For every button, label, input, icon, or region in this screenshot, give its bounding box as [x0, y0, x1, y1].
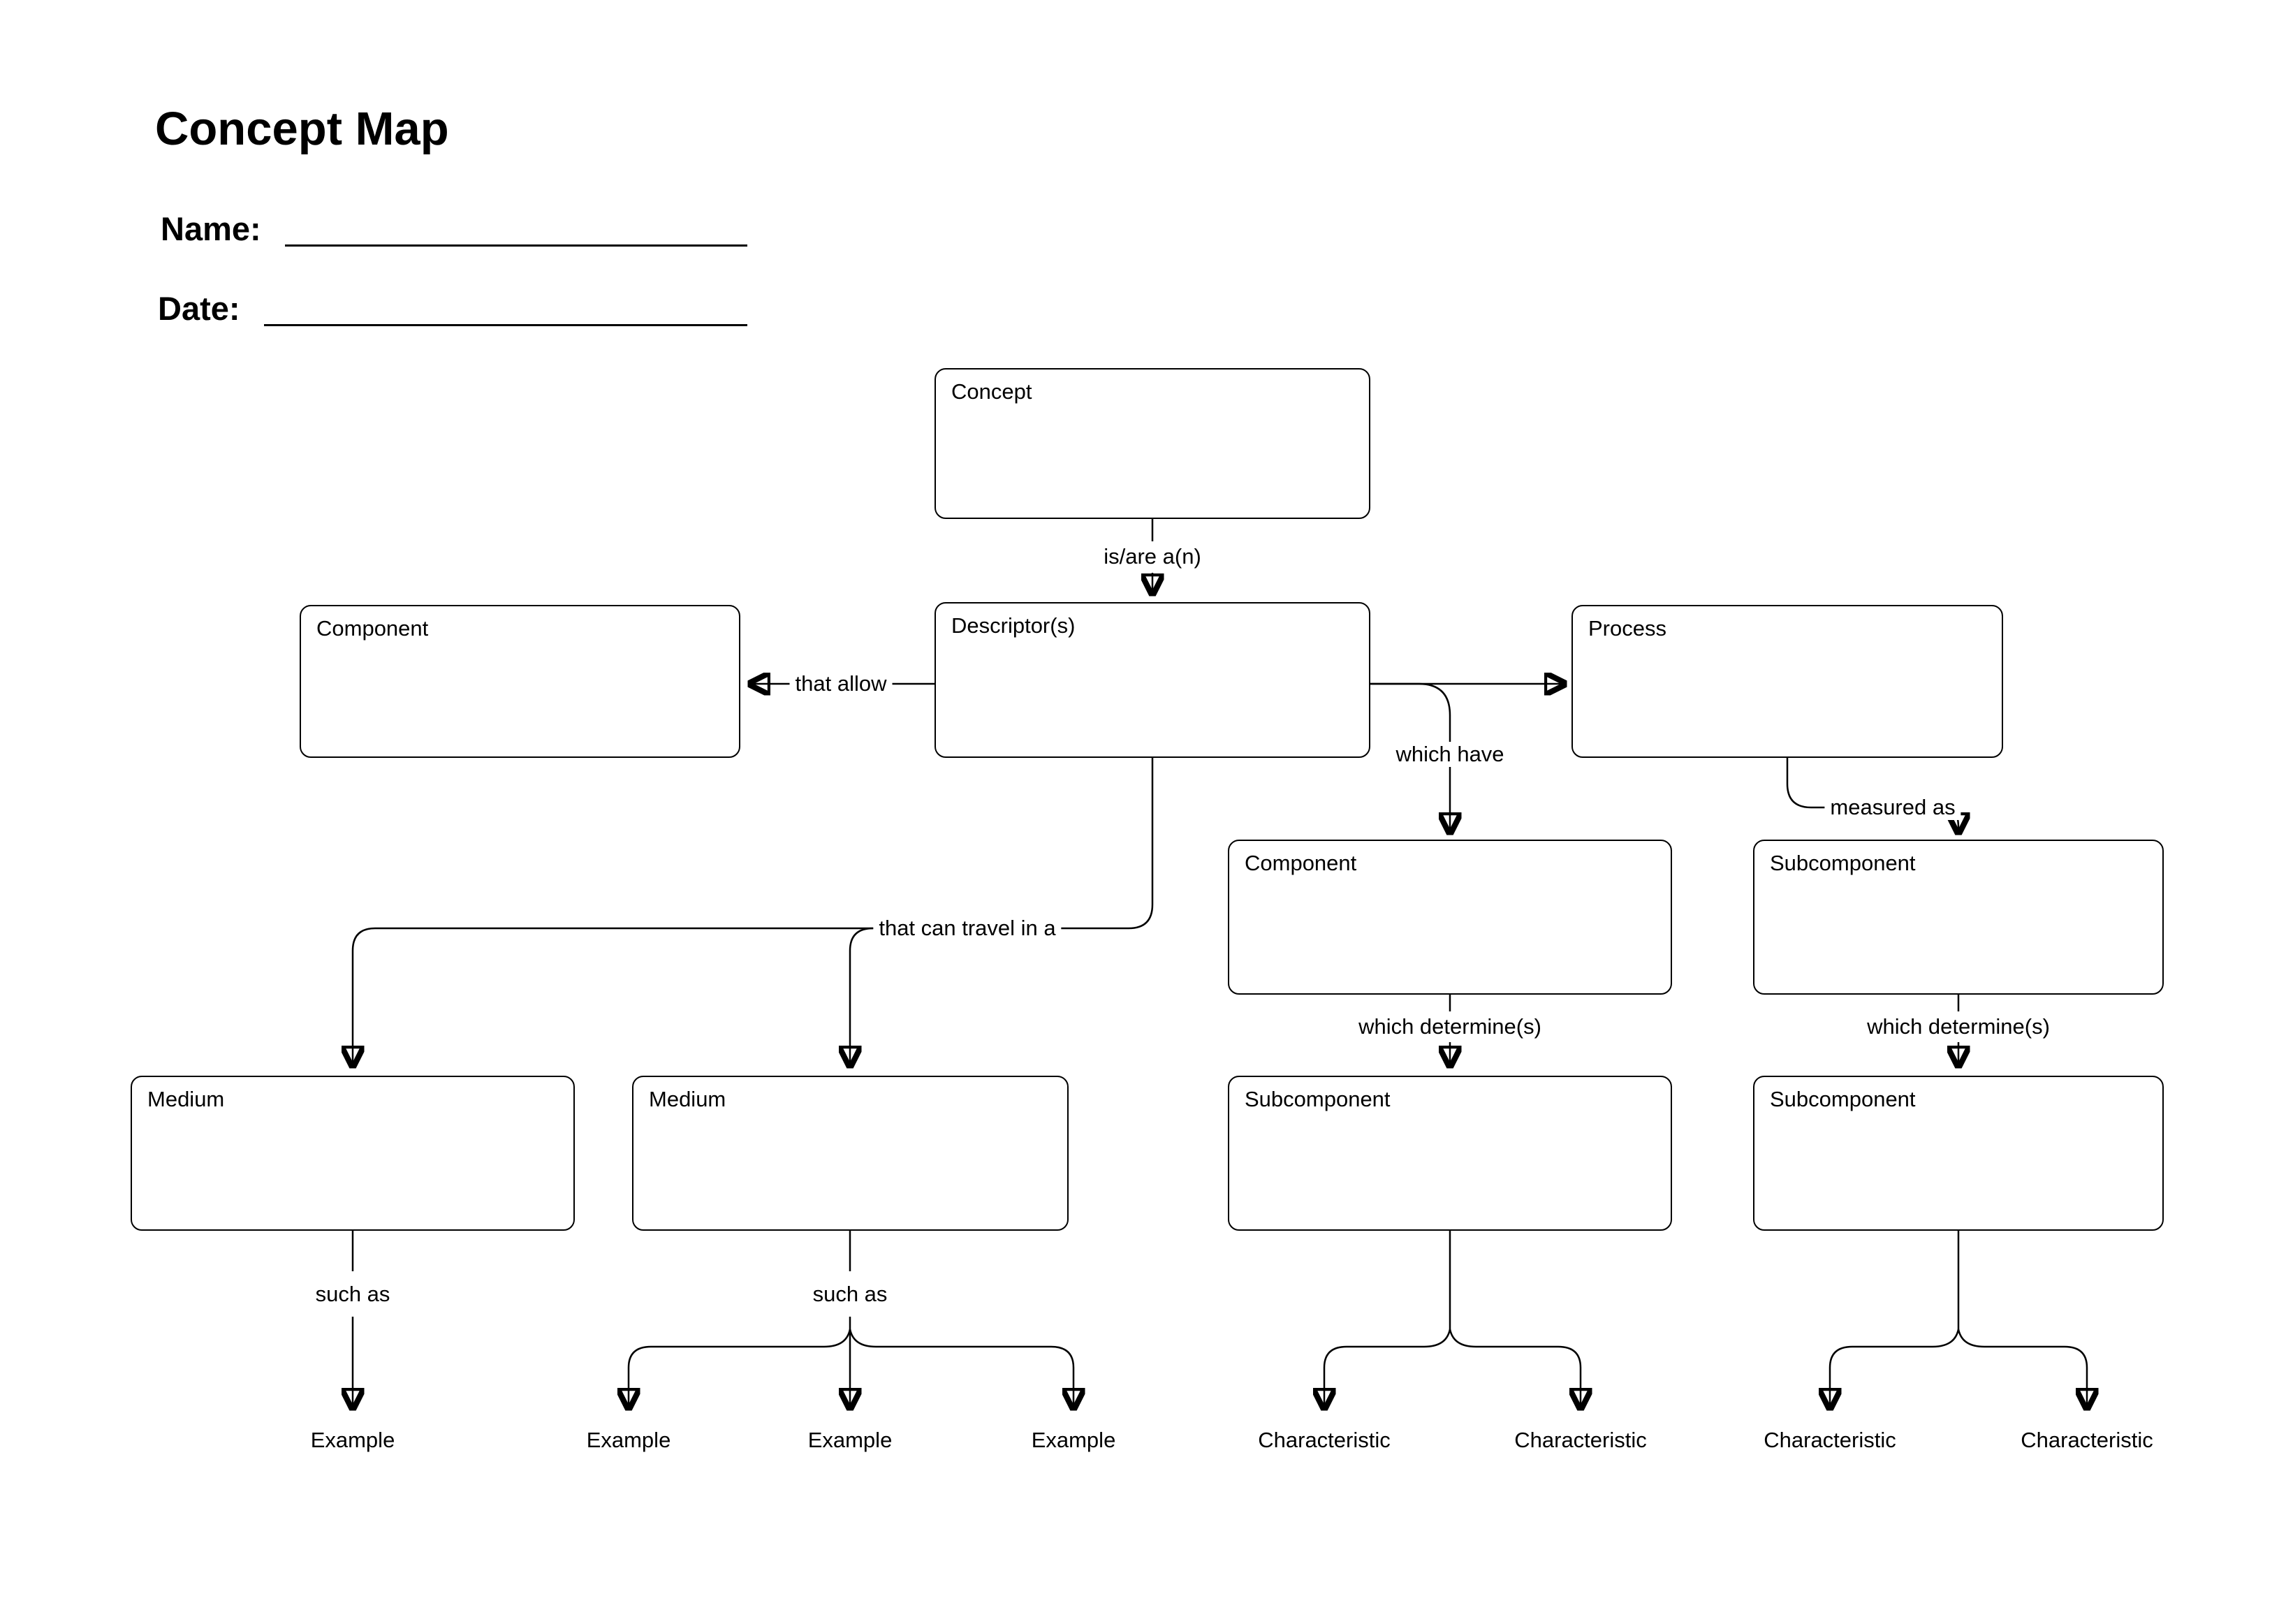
edge-label-which-have: which have	[1390, 742, 1510, 767]
leaf-characteristic-2: Characteristic	[1514, 1428, 1647, 1452]
leaf-example-1: Example	[310, 1428, 395, 1452]
edge-such-as-2-right-branch	[849, 1329, 1073, 1410]
node-medium-1[interactable]: Medium	[131, 1076, 575, 1231]
edge-measured-as-left	[1786, 758, 1838, 809]
node-descriptor[interactable]: Descriptor(s)	[935, 602, 1370, 758]
node-subcomponent-bottom-1[interactable]: Subcomponent	[1228, 1076, 1672, 1231]
node-medium-2[interactable]: Medium	[632, 1076, 1069, 1231]
node-subcomponent-bottom-1-label: Subcomponent	[1245, 1087, 1391, 1111]
page-title: Concept Map	[155, 103, 449, 155]
edge-label-which-determines-left: which determine(s)	[1353, 1014, 1547, 1039]
node-subcomponent-right-label: Subcomponent	[1770, 851, 1916, 875]
node-descriptor-label: Descriptor(s)	[951, 613, 1076, 638]
name-fill-in-line[interactable]	[285, 211, 747, 247]
node-component-left[interactable]: Component	[300, 605, 740, 758]
leaf-example-3: Example	[807, 1428, 893, 1452]
edge-char-b1-left-branch	[1324, 1329, 1451, 1410]
leaf-example-2: Example	[586, 1428, 671, 1452]
node-medium-1-label: Medium	[147, 1087, 225, 1111]
edge-which-have-branch	[1370, 682, 1450, 834]
node-subcomponent-bottom-2-label: Subcomponent	[1770, 1087, 1916, 1111]
edge-such-as-2-left-branch	[629, 1329, 851, 1410]
date-field-label: Date:	[158, 290, 240, 327]
edge-char-b1-right-branch	[1449, 1329, 1581, 1410]
edge-label-measured-as: measured as	[1824, 795, 1961, 820]
edge-label-that-allow: that allow	[789, 671, 893, 696]
name-field-label: Name:	[161, 210, 261, 247]
node-component-left-label: Component	[316, 616, 429, 641]
node-process[interactable]: Process	[1571, 605, 2003, 758]
edge-travel-from-descriptor	[1041, 758, 1154, 930]
leaf-example-4: Example	[1031, 1428, 1116, 1452]
node-component-mid-label: Component	[1245, 851, 1357, 875]
leaf-characteristic-4: Characteristic	[2021, 1428, 2153, 1452]
node-component-mid[interactable]: Component	[1228, 840, 1672, 995]
edge-label-such-as-2: such as	[807, 1282, 893, 1307]
node-subcomponent-bottom-2[interactable]: Subcomponent	[1753, 1076, 2164, 1231]
node-process-label: Process	[1588, 616, 1666, 641]
date-fill-in-line[interactable]	[264, 291, 747, 326]
edge-travel-to-medium-2	[850, 927, 874, 1067]
node-concept-label: Concept	[951, 379, 1032, 404]
leaf-characteristic-3: Characteristic	[1764, 1428, 1896, 1452]
edge-char-b2-right-branch	[1957, 1329, 2087, 1410]
node-medium-2-label: Medium	[649, 1087, 726, 1111]
node-concept[interactable]: Concept	[935, 368, 1370, 519]
edge-label-is-are-an: is/are a(n)	[1098, 544, 1207, 569]
node-subcomponent-right[interactable]: Subcomponent	[1753, 840, 2164, 995]
edge-char-b2-left-branch	[1830, 1329, 1960, 1410]
edge-label-that-can-travel-in-a: that can travel in a	[873, 916, 1062, 941]
edge-label-such-as-1: such as	[309, 1282, 396, 1307]
edge-travel-to-medium-1	[353, 927, 895, 1067]
leaf-characteristic-1: Characteristic	[1258, 1428, 1391, 1452]
edge-label-which-determines-right: which determine(s)	[1861, 1014, 2056, 1039]
